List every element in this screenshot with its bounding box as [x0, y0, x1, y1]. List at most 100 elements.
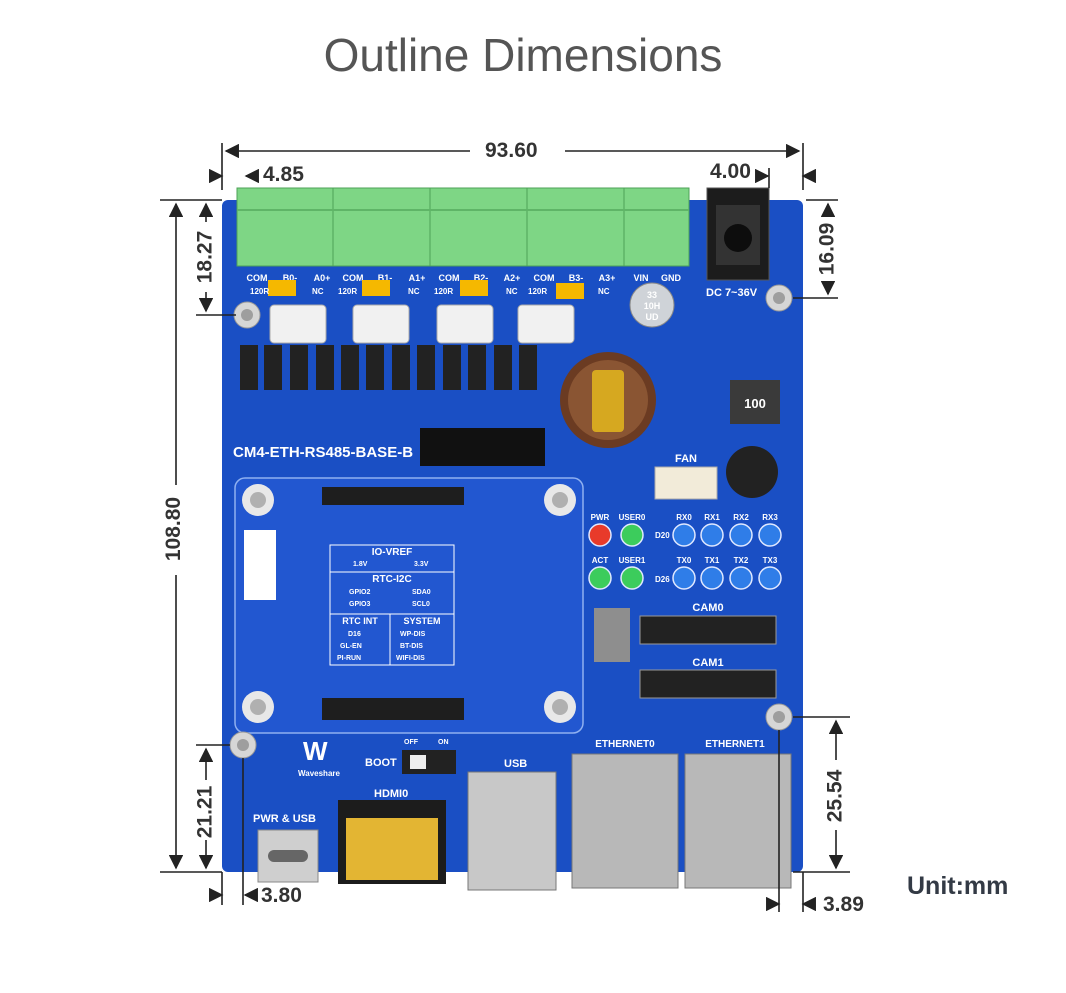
dim-terminal-offset: 4.85 — [263, 163, 304, 186]
led-label: TX1 — [705, 556, 720, 565]
dim-dc-jack-offset: 4.00 — [710, 160, 751, 183]
cm4-area — [234, 477, 584, 734]
jumpers — [268, 280, 584, 299]
led — [729, 523, 753, 547]
board-model-label: CM4-ETH-RS485-BASE-B — [233, 444, 413, 461]
rtc-i2c: RTC-I2C — [372, 574, 411, 585]
waveshare-logo-icon: W — [303, 736, 328, 766]
terminal-label: A1+ — [409, 273, 426, 283]
cam0-label: CAM0 — [692, 602, 723, 614]
pwr-usb-label: PWR & USB — [253, 813, 316, 825]
dimension-lines — [160, 143, 850, 912]
dim-dc-jack-height: 16.09 — [815, 222, 839, 276]
v18: 1.8V — [353, 561, 368, 568]
page-title: Outline Dimensions — [323, 29, 723, 81]
led-label: TX3 — [763, 556, 778, 565]
config-area — [329, 544, 455, 666]
cap-code-3: UD — [646, 312, 659, 322]
jumper-label: NC — [598, 287, 610, 296]
led-label: ACT — [592, 556, 609, 565]
led-label: USER0 — [619, 513, 646, 522]
black-connector — [420, 428, 545, 466]
gpio3: GPIO3 — [349, 601, 371, 608]
led-label: RX1 — [704, 513, 720, 522]
terminal-label: VIN — [633, 273, 648, 283]
bt-dis: BT-DIS — [400, 643, 423, 650]
inductor — [730, 380, 780, 424]
dim-eth-offset: 3.89 — [823, 893, 864, 916]
terminal-label: B2- — [474, 273, 489, 283]
sda0: SDA0 — [412, 589, 431, 596]
terminal-blocks — [236, 187, 690, 267]
terminal-label: B1- — [378, 273, 393, 283]
inductor-code: 100 — [744, 396, 766, 411]
eth0-port — [571, 753, 679, 889]
led — [700, 523, 724, 547]
cap-code-2: 10H — [644, 301, 661, 311]
led — [729, 566, 753, 590]
rtc-battery-holder — [560, 352, 656, 448]
terminal-label: B3- — [569, 273, 584, 283]
csi-switch — [594, 608, 630, 662]
dim-terminal-height: 18.27 — [193, 230, 217, 284]
wifi-dis: WIFI-DIS — [396, 655, 425, 662]
led — [758, 566, 782, 590]
jumper-label: NC — [506, 287, 518, 296]
pi-run: PI-RUN — [337, 655, 361, 662]
led-label: RX3 — [762, 513, 778, 522]
diode-array — [240, 345, 537, 390]
cm4-connector-top — [322, 487, 464, 505]
terminal-label: COM — [343, 273, 364, 283]
cam0-connector — [639, 615, 777, 645]
dim-usbc-offset: 3.80 — [261, 884, 302, 907]
waveshare-label: Waveshare — [298, 769, 341, 778]
terminal-label: A3+ — [599, 273, 616, 283]
boot-on: ON — [438, 739, 449, 746]
jumper-label: NC — [312, 287, 324, 296]
cam1-connector — [639, 669, 777, 699]
led — [758, 523, 782, 547]
tvs-diodes — [269, 304, 575, 344]
jumper-label: 120R — [250, 287, 269, 296]
d16: D16 — [348, 631, 361, 638]
jumper-label: 120R — [434, 287, 453, 296]
led — [672, 523, 696, 547]
cap-code-1: 33 — [647, 290, 657, 300]
boot-label: BOOT — [365, 757, 397, 769]
eth0-label: ETHERNET0 — [595, 739, 655, 750]
led-designator: D20 — [655, 531, 670, 540]
cm4-label-block — [244, 530, 276, 600]
led — [700, 566, 724, 590]
gpio2: GPIO2 — [349, 589, 371, 596]
led-label: TX2 — [734, 556, 749, 565]
led — [588, 566, 612, 590]
dim-eth-height: 25.54 — [823, 769, 847, 823]
system: SYSTEM — [403, 616, 440, 626]
led-label: RX2 — [733, 513, 749, 522]
terminal-label: GND — [661, 273, 682, 283]
io-vref: IO-VREF — [372, 547, 413, 558]
terminal-label: COM — [534, 273, 555, 283]
jumper-label: 120R — [528, 287, 547, 296]
led — [588, 523, 612, 547]
usb-label: USB — [504, 758, 527, 770]
capacitor — [629, 282, 675, 328]
eth1-label: ETHERNET1 — [705, 739, 765, 750]
usb-port — [467, 771, 557, 891]
led-label: TX0 — [677, 556, 692, 565]
dim-width-total: 93.60 — [485, 139, 538, 162]
scl0: SCL0 — [412, 601, 430, 608]
v33: 3.3V — [414, 561, 429, 568]
eth1-port — [684, 753, 792, 889]
dim-hole-bottom-left: 21.21 — [193, 785, 217, 839]
cm4-connector-bottom — [322, 698, 464, 720]
dim-height-total: 108.80 — [162, 496, 186, 562]
buzzer — [726, 446, 778, 498]
fan-connector — [654, 466, 718, 500]
unit-label: Unit:mm — [907, 872, 1009, 900]
led — [620, 566, 644, 590]
